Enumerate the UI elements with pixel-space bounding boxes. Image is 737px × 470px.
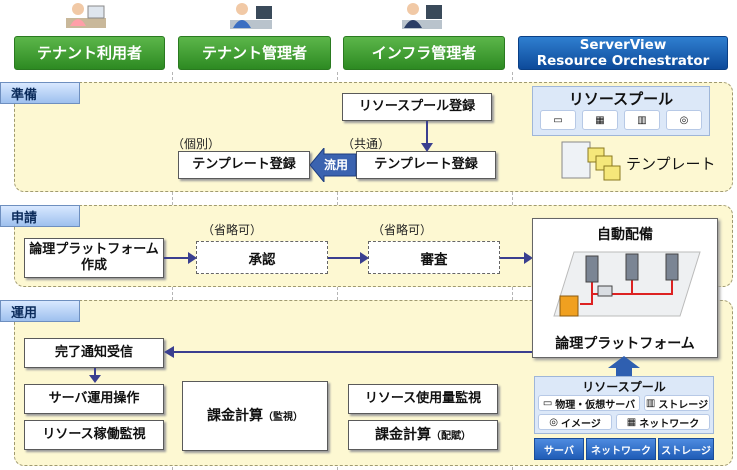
infra-admin-person-icon — [402, 3, 442, 29]
header-tenant-user: テナント利用者 — [14, 36, 165, 70]
arrow-notice-down — [89, 368, 101, 383]
network-icon: ▦ — [626, 416, 637, 428]
pool-physical-virtual-server-label: 物理・仮想サーバ — [555, 399, 636, 411]
resource-usage-monitor-box: リソース使用量監視 — [348, 384, 498, 414]
pool-image-item: ◎ イメージ — [538, 414, 612, 430]
pool-network-item: ▦ ネットワーク — [616, 414, 710, 430]
pool-image-icon: ◎ — [666, 110, 702, 130]
reuse-label: 流用 — [324, 158, 349, 172]
image-icon: ◎ — [549, 416, 558, 428]
billing-calc-monitor-box: 課金計算 （監視） — [182, 381, 328, 451]
pool-disk-icon: ▥ — [624, 110, 660, 130]
bottom-server-button: サーバ — [534, 438, 584, 460]
review-box: 審査 — [368, 241, 500, 274]
server-icon: ▭ — [542, 397, 553, 409]
individual-note: （個別） — [172, 137, 221, 151]
logical-platform-create-line2: 作成 — [80, 258, 107, 273]
down-arrow — [421, 121, 433, 152]
pool-server-icon: ▭ — [540, 110, 576, 130]
product-name-line1: ServerView — [579, 37, 667, 53]
pool-storage-icon: ▦ — [582, 110, 618, 130]
logical-platform-create-line1: 論理プラットフォーム — [29, 242, 159, 257]
pool-physical-virtual-server: ▭ 物理・仮想サーバ — [538, 395, 640, 411]
reuse-arrow — [310, 148, 357, 182]
pool-storage-label: ストレージ — [658, 399, 709, 411]
billing-calc-sub-monitor: （監視） — [263, 412, 303, 423]
billing-calc-main: 課金計算 — [207, 408, 263, 424]
resource-pool-title: リソースプール — [568, 90, 674, 108]
server-ops-box: サーバ運用操作 — [24, 384, 164, 414]
resource-monitor-box: リソース稼働監視 — [24, 420, 164, 450]
bottom-storage-button: ストレージ — [658, 438, 714, 460]
template-register-infra-box: テンプレート登録 — [356, 151, 496, 179]
tenant-user-person-icon — [66, 3, 106, 28]
phase-operate-tag: 運用 — [0, 300, 80, 322]
phase-prepare-tag: 準備 — [0, 82, 80, 104]
billing-calc-distribute-box: 課金計算 （配賦） — [348, 420, 498, 450]
common-note: （共通） — [342, 137, 391, 151]
header-tenant-admin: テナント管理者 — [178, 36, 331, 70]
optional-note-approval: （省略可） — [202, 223, 263, 237]
tenant-admin-person-icon — [230, 3, 272, 29]
pool-network-label: ネットワーク — [639, 418, 700, 430]
approval-box: 承認 — [196, 241, 328, 274]
optional-note-review: （省略可） — [372, 223, 433, 237]
logical-platform-label: 論理プラットフォーム — [555, 336, 695, 352]
platform-illustration — [553, 251, 701, 317]
template-stack-icon — [561, 141, 621, 181]
arrow-pool-up — [608, 356, 640, 376]
arrow-create-to-approval — [164, 252, 197, 264]
operate-pool-title: リソースプール — [582, 380, 666, 394]
logical-platform-create-box: 論理プラットフォーム 作成 — [24, 238, 164, 278]
arrow-review-to-deploy — [500, 252, 533, 264]
billing-calc-sub-distribute: （配賦） — [431, 431, 471, 442]
template-label: テンプレート — [626, 155, 716, 173]
storage-icon: ▥ — [645, 397, 656, 409]
completion-notice-box: 完了通知受信 — [24, 338, 164, 368]
header-product: ServerView Resource Orchestrator — [518, 36, 728, 70]
billing-calc-main-2: 課金計算 — [375, 427, 431, 443]
arrow-platform-to-notice — [164, 346, 532, 358]
auto-deploy-title: 自動配備 — [597, 227, 653, 243]
template-register-tenant-box: テンプレート登録 — [178, 151, 310, 179]
pool-image-label: イメージ — [560, 418, 601, 430]
arrow-approval-to-review — [328, 252, 369, 264]
header-infra-admin: インフラ管理者 — [343, 36, 505, 70]
bottom-network-button: ネットワーク — [586, 438, 656, 460]
phase-apply-tag: 申請 — [0, 205, 80, 227]
product-name-line2: Resource Orchestrator — [536, 53, 710, 69]
resource-pool-register-box: リソースプール登録 — [342, 93, 492, 121]
pool-storage-item: ▥ ストレージ — [644, 395, 710, 411]
